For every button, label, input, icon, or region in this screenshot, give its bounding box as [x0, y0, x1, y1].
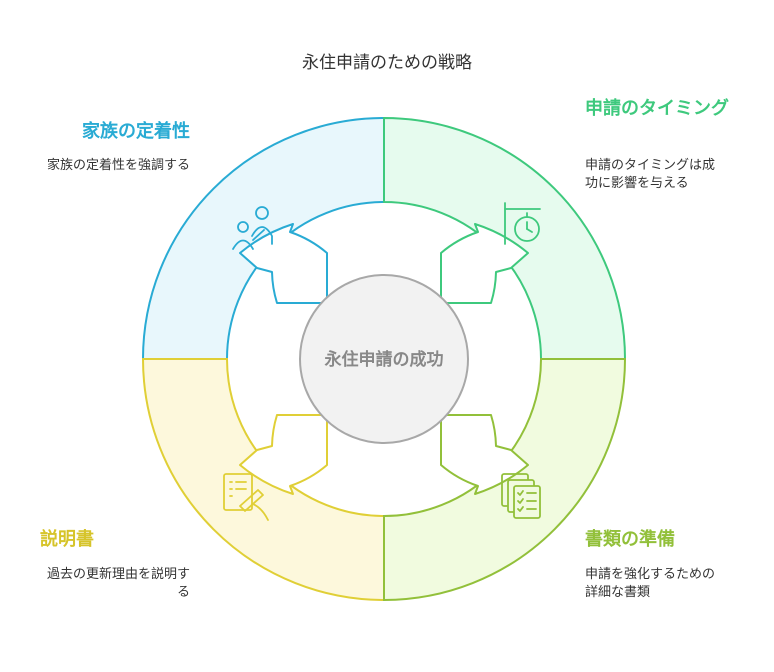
document-writing-icon — [223, 473, 269, 521]
heading-documents: 書類の準備 — [585, 529, 675, 550]
documents-stack-icon — [501, 473, 541, 519]
stopwatch-icon — [504, 202, 541, 245]
center-label: 永住申請の成功 — [324, 349, 444, 370]
page-title: 永住申請のための戦略 — [302, 53, 472, 73]
heading-timing: 申請のタイミング — [585, 98, 729, 119]
heading-explanation: 説明書 — [40, 529, 94, 550]
description-timing: 申請のタイミングは成功に影響を与える — [585, 158, 716, 191]
arrow-family — [239, 223, 328, 304]
arrow-timing — [440, 223, 529, 304]
heading-family: 家族の定着性 — [82, 121, 190, 142]
arrow-explanation — [239, 414, 328, 495]
center-circle — [299, 274, 469, 444]
description-explanation: 過去の更新理由を説明する — [46, 567, 190, 600]
family-icon — [232, 206, 273, 250]
description-family: 家族の定着性を強調する — [46, 158, 190, 173]
description-documents: 申請を強化するための詳細な書類 — [585, 567, 716, 600]
